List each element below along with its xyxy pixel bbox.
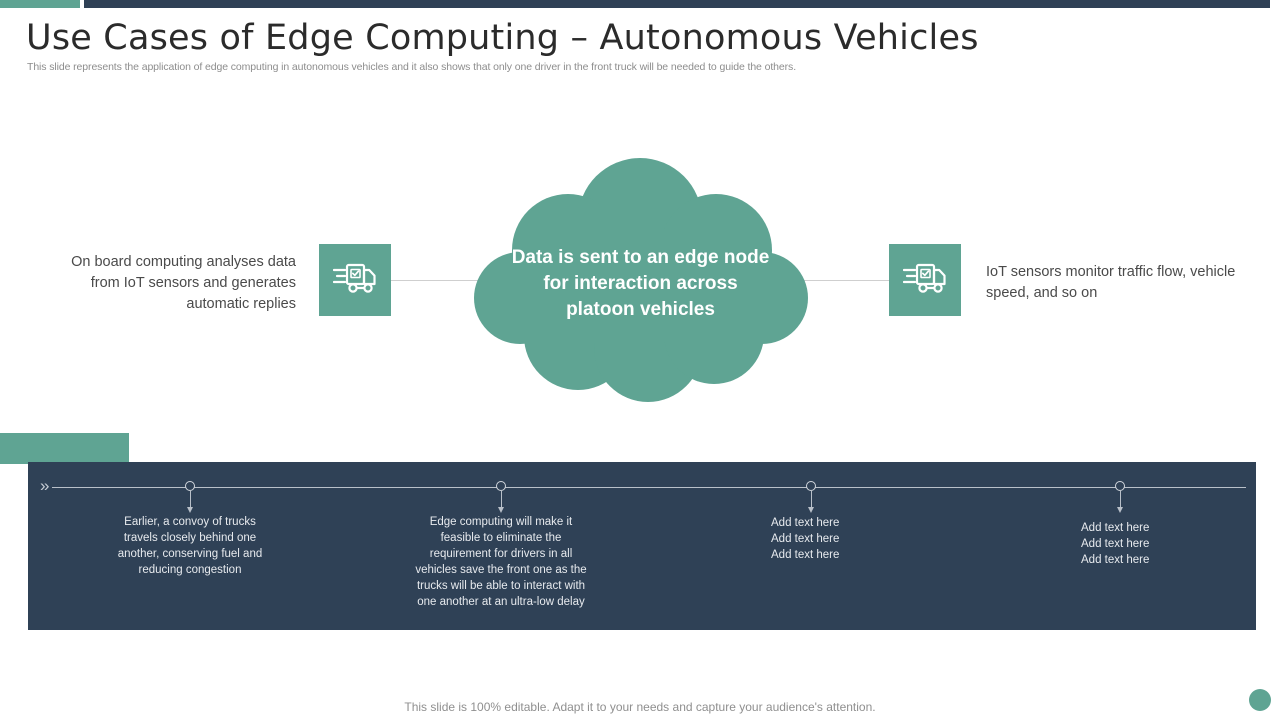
- accent-block-green: [0, 433, 129, 464]
- edge-node-cloud: Data is sent to an edge node for interac…: [468, 158, 813, 406]
- timeline-line: Add text here: [771, 533, 840, 545]
- arrow-down-icon: [808, 507, 814, 513]
- timeline-line: Earlier, a convoy of trucks: [124, 516, 256, 528]
- timeline-line: another, conserving fuel and: [117, 548, 263, 560]
- timeline-line: Add text here: [1081, 522, 1150, 534]
- timeline-stem: [1120, 490, 1121, 508]
- timeline-stem: [811, 490, 812, 508]
- timeline-item-text-3: Add text here Add text here Add text her…: [771, 515, 931, 563]
- timeline-line: Add text here: [1081, 538, 1150, 550]
- timeline-line: Add text here: [1081, 554, 1150, 566]
- timeline-line: travels closely behind one: [123, 532, 257, 544]
- left-description-text: On board computing analyses data from Io…: [71, 254, 296, 312]
- page-subtitle: This slide represents the application of…: [27, 61, 797, 73]
- arrow-down-icon: [187, 507, 193, 513]
- right-description-text: IoT sensors monitor traffic flow, vehicl…: [986, 264, 1236, 301]
- delivery-truck-check-icon: [332, 261, 377, 300]
- page-title: Use Cases of Edge Computing – Autonomous…: [26, 18, 979, 58]
- timeline-panel: [28, 462, 1256, 630]
- cloud-label: Data is sent to an edge node for interac…: [511, 247, 770, 320]
- right-truck-icon-tile: [889, 244, 961, 316]
- left-truck-icon-tile: [319, 244, 391, 316]
- timeline-line: feasible to eliminate the: [440, 532, 562, 544]
- timeline-axis: [52, 487, 1246, 488]
- arrow-down-icon: [498, 507, 504, 513]
- timeline-line: Add text here: [771, 517, 840, 529]
- top-accent-bar-green: [0, 0, 80, 8]
- timeline-stem: [190, 490, 191, 508]
- timeline-line: one another at an ultra-low delay: [417, 596, 585, 608]
- timeline-item-text-4: Add text here Add text here Add text her…: [1081, 520, 1241, 568]
- timeline-item-text-1: Earlier, a convoy of trucks travels clos…: [100, 514, 280, 578]
- timeline-line: requirement for drivers in all: [429, 548, 573, 560]
- footer-note: This slide is 100% editable. Adapt it to…: [404, 700, 876, 714]
- timeline-line: Edge computing will make it: [429, 516, 573, 528]
- timeline-line: trucks will be able to interact with: [416, 580, 586, 592]
- connector-line-right: [790, 280, 898, 281]
- timeline-stem: [501, 490, 502, 508]
- top-accent-bar-navy: [84, 0, 1270, 8]
- connector-line-left: [390, 280, 498, 281]
- timeline-line: Add text here: [771, 549, 840, 561]
- timeline-line: reducing congestion: [138, 564, 242, 576]
- cloud-shape: [474, 158, 808, 402]
- double-chevron-icon: »: [40, 476, 50, 495]
- delivery-truck-check-icon: [902, 261, 947, 300]
- timeline-line: vehicles save the front one as the: [415, 564, 587, 576]
- corner-accent-dot: [1249, 689, 1271, 711]
- timeline-item-text-2: Edge computing will make it feasible to …: [398, 514, 604, 610]
- arrow-down-icon: [1117, 507, 1123, 513]
- cloud-text-wrap: Data is sent to an edge node for interac…: [468, 158, 813, 406]
